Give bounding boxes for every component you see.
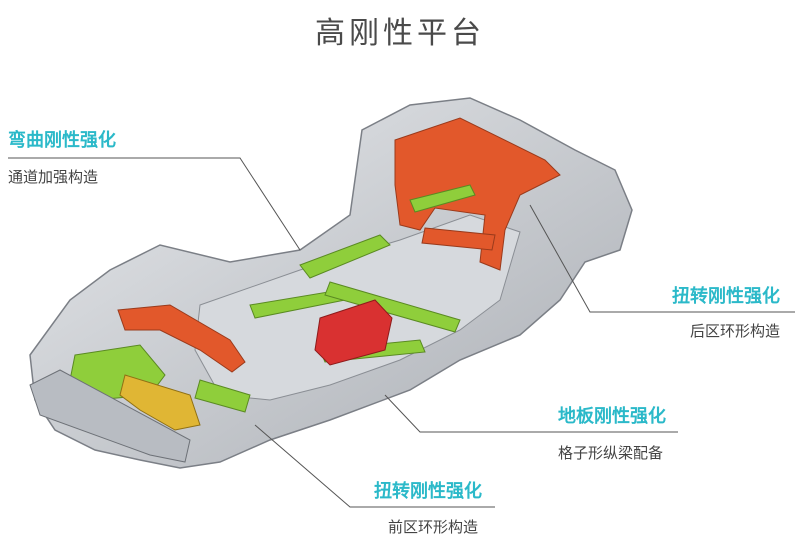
tunnel-reinforcement (299, 234, 391, 279)
rear-crossmember (421, 227, 496, 251)
callout-bending-title: 弯曲刚性强化 (8, 130, 116, 151)
callout-torsion-rear-desc: 后区环形构造 (690, 322, 781, 340)
page-title: 高刚性平台 (315, 16, 485, 51)
front-bumper-beam (29, 369, 191, 463)
callout-torsion-front-desc-wrap: 前区环形构造 (388, 516, 478, 537)
callout-floor-title: 地板刚性强化 (558, 406, 666, 427)
callout-torsion-rear: 扭转刚性强化 (672, 282, 780, 308)
rear-ring-structure (394, 117, 561, 271)
callout-bending-desc-wrap: 通道加强构造 (8, 166, 98, 187)
callout-torsion-front-title: 扭转刚性强化 (374, 481, 482, 502)
front-side-member (194, 379, 251, 413)
callout-floor-desc: 格子形纵梁配备 (558, 444, 664, 462)
fuel-tank (314, 299, 393, 366)
front-suspension-arm (119, 374, 201, 431)
floor-longitudinal-center (324, 281, 461, 333)
leader-line-floor (384, 394, 678, 433)
leader-line-torsion-rear (529, 204, 795, 313)
callout-bending: 弯曲刚性强化 (8, 126, 116, 152)
callout-torsion-front-desc: 前区环形构造 (388, 518, 479, 536)
callout-torsion-rear-title: 扭转刚性强化 (672, 286, 780, 307)
leader-line-torsion-front (254, 424, 495, 508)
front-ring-structure (117, 304, 246, 373)
callout-torsion-rear-desc-wrap: 后区环形构造 (690, 320, 780, 341)
callout-bending-desc: 通道加强构造 (8, 168, 99, 186)
rear-floor-member (409, 184, 476, 213)
callout-torsion-front: 扭转刚性强化 (374, 477, 482, 503)
leader-line-bending (8, 157, 301, 251)
callout-floor: 地板刚性强化 (558, 402, 666, 428)
callout-floor-desc-wrap: 格子形纵梁配备 (558, 442, 663, 463)
